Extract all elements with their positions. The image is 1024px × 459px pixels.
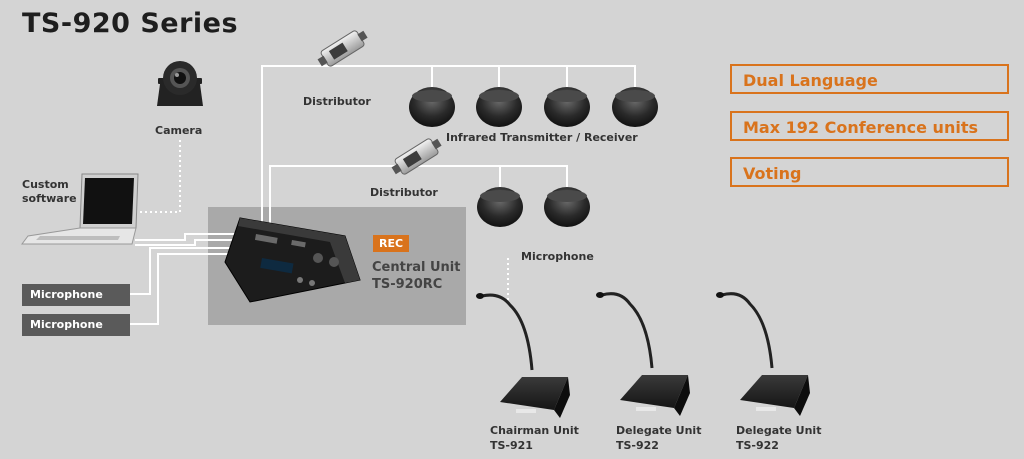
custom-software-line2: software xyxy=(22,192,77,205)
connection-lines xyxy=(130,65,636,325)
delegate-unit-label: Delegate Unit TS-922 xyxy=(616,423,701,453)
delegate-unit-label: Delegate Unit TS-922 xyxy=(736,423,821,453)
distributor-mid-label: Distributor xyxy=(370,186,438,199)
page-title: TS-920 Series xyxy=(22,8,239,39)
delegate-unit-model: TS-922 xyxy=(616,439,659,452)
feature-max-conference-units: Max 192 Conference units xyxy=(730,111,1009,141)
infrared-dome-icon xyxy=(409,87,455,127)
gooseneck-mic-icon xyxy=(476,293,570,418)
gooseneck-mic-icon xyxy=(716,292,810,416)
chairman-unit-label: Chairman Unit TS-921 xyxy=(490,423,579,453)
infrared-dome-icon xyxy=(612,87,658,127)
central-unit-name: Central Unit xyxy=(372,260,461,275)
chairman-unit-name: Chairman Unit xyxy=(490,424,579,437)
distributor-top-label: Distributor xyxy=(303,95,371,108)
feature-dual-language: Dual Language xyxy=(730,64,1009,94)
infrared-dome-icon xyxy=(544,187,590,227)
delegate-unit-name: Delegate Unit xyxy=(736,424,822,437)
chairman-unit-model: TS-921 xyxy=(490,439,533,452)
delegate-unit-name: Delegate Unit xyxy=(616,424,702,437)
infrared-dome-icon xyxy=(477,187,523,227)
camera-label: Camera xyxy=(155,124,203,137)
delegate-unit-model: TS-922 xyxy=(736,439,779,452)
distributor-icon xyxy=(317,30,368,67)
feature-voting: Voting xyxy=(730,157,1009,187)
gooseneck-mic-icon xyxy=(596,292,690,416)
microphone-label: Microphone xyxy=(521,250,594,263)
central-unit-icon xyxy=(224,217,361,303)
infrared-dome-icon xyxy=(476,87,522,127)
custom-software-label: Custom software xyxy=(22,178,77,206)
laptop-icon xyxy=(21,173,139,245)
infrared-label: Infrared Transmitter / Receiver xyxy=(446,131,638,144)
camera-icon xyxy=(157,61,203,106)
distributor-icon xyxy=(391,138,442,175)
microphone-tag: Microphone xyxy=(22,284,130,306)
central-unit-model: TS-920RC xyxy=(372,277,443,292)
custom-software-line1: Custom xyxy=(22,178,69,191)
camera-link-line xyxy=(134,140,181,213)
infrared-dome-icon xyxy=(544,87,590,127)
microphone-tag: Microphone xyxy=(22,314,130,336)
rec-badge: REC xyxy=(373,235,409,252)
central-unit-label: Central Unit TS-920RC xyxy=(372,259,460,293)
